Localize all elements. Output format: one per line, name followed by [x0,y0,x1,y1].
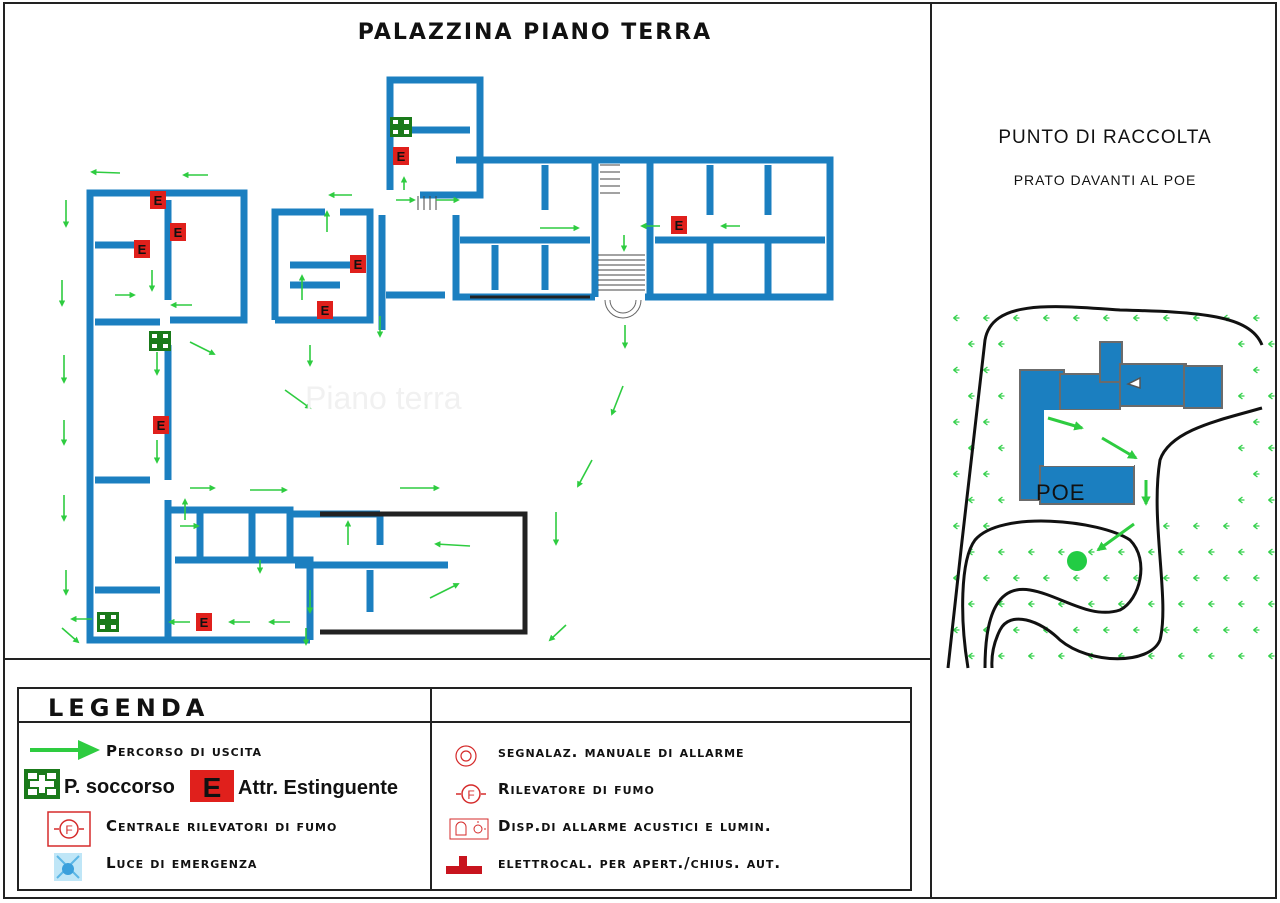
building-walls [86,76,834,644]
hall-outline [320,511,528,635]
svg-text:E: E [397,149,406,164]
smoke-panel-icon: F [47,811,91,847]
assembly-route-arrows [1047,416,1151,552]
plan-title: PALAZZINA PIANO TERRA [357,20,713,45]
smoke-detector-icon: F [456,784,486,804]
poe-building-shape [1019,341,1223,505]
first-aid-marker [97,612,119,632]
svg-text:F: F [65,823,72,837]
poe-building-label: POE [1036,480,1086,505]
assembly-point-dot [1067,551,1087,571]
first-aid-marker [390,117,412,137]
exit-arrow-icon [30,740,100,760]
extinguisher-marker: E [393,147,409,165]
legend-label-acoustic-alarm: Disp.di allarme acustici e lumin. [498,817,772,835]
door-magnet-icon [446,856,482,874]
assembly-point-title: PUNTO DI RACCOLTA [998,127,1212,148]
assembly-point-map [946,305,1275,669]
first-aid-markers [97,117,412,632]
legend-title: LEGENDA [48,694,210,722]
extinguisher-marker: E [170,223,186,241]
svg-text:E: E [675,218,684,233]
extinguisher-marker: E [196,613,212,631]
sheet-border [3,2,1277,899]
legend-label-door-magnet: elettrocal. per apert./chius. aut. [498,854,782,872]
assembly-point-subtitle: PRATO DAVANTI AL POE [1013,172,1197,188]
svg-text:E: E [154,193,163,208]
extinguisher-marker: E [317,301,333,319]
stairs [417,164,645,291]
svg-text:E: E [203,772,222,803]
first-aid-marker [149,331,171,351]
svg-text:E: E [321,303,330,318]
extinguisher-icon [190,770,234,802]
extinguisher-marker: E [350,255,366,273]
svg-text:E: E [354,257,363,272]
emergency-light-icon [54,853,82,881]
extinguisher-marker: E [150,191,166,209]
acoustic-alarm-icon [449,818,489,840]
svg-text:E: E [200,615,209,630]
svg-text:E: E [157,418,166,433]
legend-box [17,687,912,891]
watermark-text: Piano terra [305,380,462,416]
legend-label-manual-alarm: segnalaz. manuale di allarme [498,743,745,761]
extinguisher-marker: E [153,416,169,434]
svg-text:E: E [174,225,183,240]
legend-label-first-aid: P. soccorso [64,776,175,798]
manual-alarm-icon [455,745,477,767]
extinguisher-marker: E [134,240,150,258]
exit-route-arrows [58,168,740,646]
legend-icons: E F F [24,740,489,881]
legend-label-smoke-panel: Centrale rilevatori di fumo [106,817,338,835]
extinguisher-marker: E [671,216,687,234]
legend-label-extinguisher: Attr. Estinguente [238,777,399,799]
legend-label-smoke-detector: Rilevatore di fumo [498,780,655,798]
legend-label-exit-route: Percorso di uscita [106,742,262,760]
svg-text:E: E [138,242,147,257]
svg-text:F: F [467,788,474,802]
extinguisher-markers: E E E E E E E E E [134,147,687,631]
legend-label-emergency-light: Luce di emergenza [106,854,258,872]
first-aid-icon [24,769,60,799]
